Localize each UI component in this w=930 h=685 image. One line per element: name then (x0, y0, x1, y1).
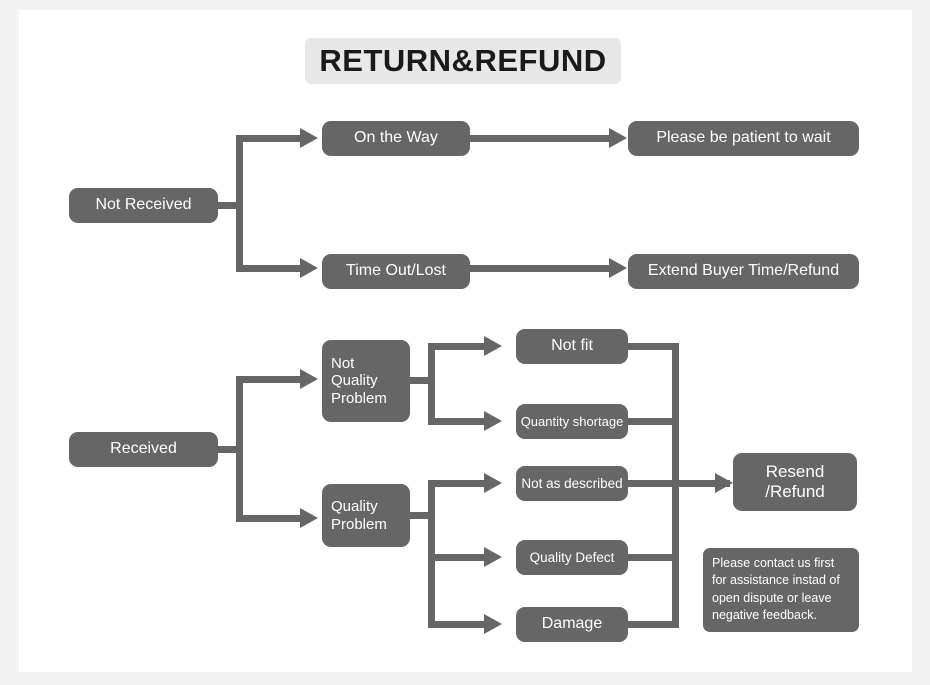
node-not-fit[interactable]: Not fit (516, 329, 628, 364)
connector-quality-defect-line (428, 554, 486, 561)
node-received[interactable]: Received (69, 432, 218, 467)
connector-on-the-way-line (236, 135, 302, 142)
node-quantity-shortage[interactable]: Quantity shortage (516, 404, 628, 439)
connector-not-received-bus (236, 135, 243, 272)
arrow-to-please-be-patient (609, 128, 627, 148)
arrow-to-resend-refund (715, 473, 733, 493)
connector-quality-stub (410, 512, 432, 519)
node-time-out-lost[interactable]: Time Out/Lost (322, 254, 470, 289)
connector-not-fit-merge (628, 343, 679, 350)
connector-not-fit-line (428, 343, 486, 350)
connector-not-quality-sub-bus (428, 343, 435, 425)
arrow-to-time-out (300, 258, 318, 278)
node-damage[interactable]: Damage (516, 607, 628, 642)
connector-not-as-described-line (428, 480, 486, 487)
connector-quantity-shortage-line (428, 418, 486, 425)
diagram-canvas: RETURN&REFUND Not Received On the Way Pl… (19, 10, 912, 672)
connector-quality-defect-merge (628, 554, 679, 561)
connector-not-quality-line (236, 376, 302, 383)
connector-quality-line (236, 515, 302, 522)
connector-damage-line (428, 621, 486, 628)
arrow-to-quantity-shortage (484, 411, 502, 431)
connector-not-as-described-merge (628, 480, 679, 487)
node-on-the-way[interactable]: On the Way (322, 121, 470, 156)
arrow-to-not-as-described (484, 473, 502, 493)
arrow-to-on-the-way (300, 128, 318, 148)
connector-not-quality-stub (410, 377, 432, 384)
node-quality-problem[interactable]: Quality Problem (322, 484, 410, 547)
arrow-to-extend-buyer-time (609, 258, 627, 278)
connector-not-received-stub (218, 202, 242, 209)
arrow-to-quality-defect (484, 547, 502, 567)
connector-received-bus (236, 376, 243, 522)
connector-on-the-way-to-outcome (470, 135, 611, 142)
arrow-to-not-fit (484, 336, 502, 356)
connector-damage-merge (628, 621, 679, 628)
connector-time-out-to-outcome (470, 265, 611, 272)
arrow-to-quality-problem (300, 508, 318, 528)
connector-to-resend-refund (672, 480, 730, 487)
node-not-received[interactable]: Not Received (69, 188, 218, 223)
node-resend-refund[interactable]: Resend /Refund (733, 453, 857, 511)
arrow-to-damage (484, 614, 502, 634)
arrow-to-not-quality-problem (300, 369, 318, 389)
node-please-be-patient-to-wait[interactable]: Please be patient to wait (628, 121, 859, 156)
node-not-as-described[interactable]: Not as described (516, 466, 628, 501)
connector-received-stub (218, 446, 242, 453)
node-quality-defect[interactable]: Quality Defect (516, 540, 628, 575)
node-not-quality-problem[interactable]: Not Quality Problem (322, 340, 410, 422)
callout-bubble: Please contact us first for assistance i… (703, 548, 859, 632)
connector-time-out-line (236, 265, 302, 272)
page-title: RETURN&REFUND (305, 38, 621, 84)
node-extend-buyer-time-refund[interactable]: Extend Buyer Time/Refund (628, 254, 859, 289)
connector-quantity-shortage-merge (628, 418, 679, 425)
